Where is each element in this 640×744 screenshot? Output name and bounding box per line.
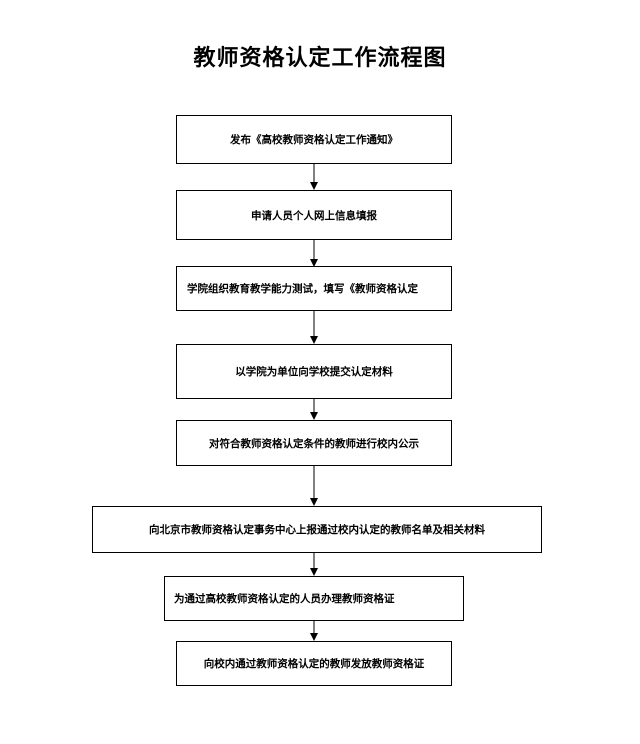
- step-label-4: 以学院为单位向学校提交认定材料: [235, 366, 393, 378]
- step-box-6: 向北京市教师资格认定事务中心上报通过校内认定的教师名单及相关材料: [92, 506, 542, 553]
- step-box-7: 为通过高校教师资格认定的人员办理教师资格证: [164, 576, 464, 621]
- step-label-2: 申请人员个人网上信息填报: [251, 209, 377, 222]
- step-box-2: 申请人员个人网上信息填报: [176, 190, 452, 240]
- step-label-8: 向校内通过教师资格认定的教师发放教师资格证: [203, 658, 425, 670]
- step-label-3: 学院组织教育教学能力测试，填写《教师资格认定: [187, 283, 418, 295]
- page-title: 教师资格认定工作流程图: [193, 46, 447, 71]
- step-box-1: 发布《高校教师资格认定工作通知》: [176, 115, 452, 164]
- step-box-3: 学院组织教育教学能力测试，填写《教师资格认定: [176, 266, 452, 311]
- step-box-4: 以学院为单位向学校提交认定材料: [176, 344, 452, 399]
- step-box-8: 向校内通过教师资格认定的教师发放教师资格证: [176, 641, 452, 686]
- step-label-5: 对符合教师资格认定条件的教师进行校内公示: [209, 437, 419, 450]
- step-label-1: 发布《高校教师资格认定工作通知》: [230, 134, 398, 146]
- step-box-5: 对符合教师资格认定条件的教师进行校内公示: [176, 420, 452, 466]
- step-label-7: 为通过高校教师资格认定的人员办理教师资格证: [174, 593, 395, 605]
- step-label-6: 向北京市教师资格认定事务中心上报通过校内认定的教师名单及相关材料: [149, 524, 485, 536]
